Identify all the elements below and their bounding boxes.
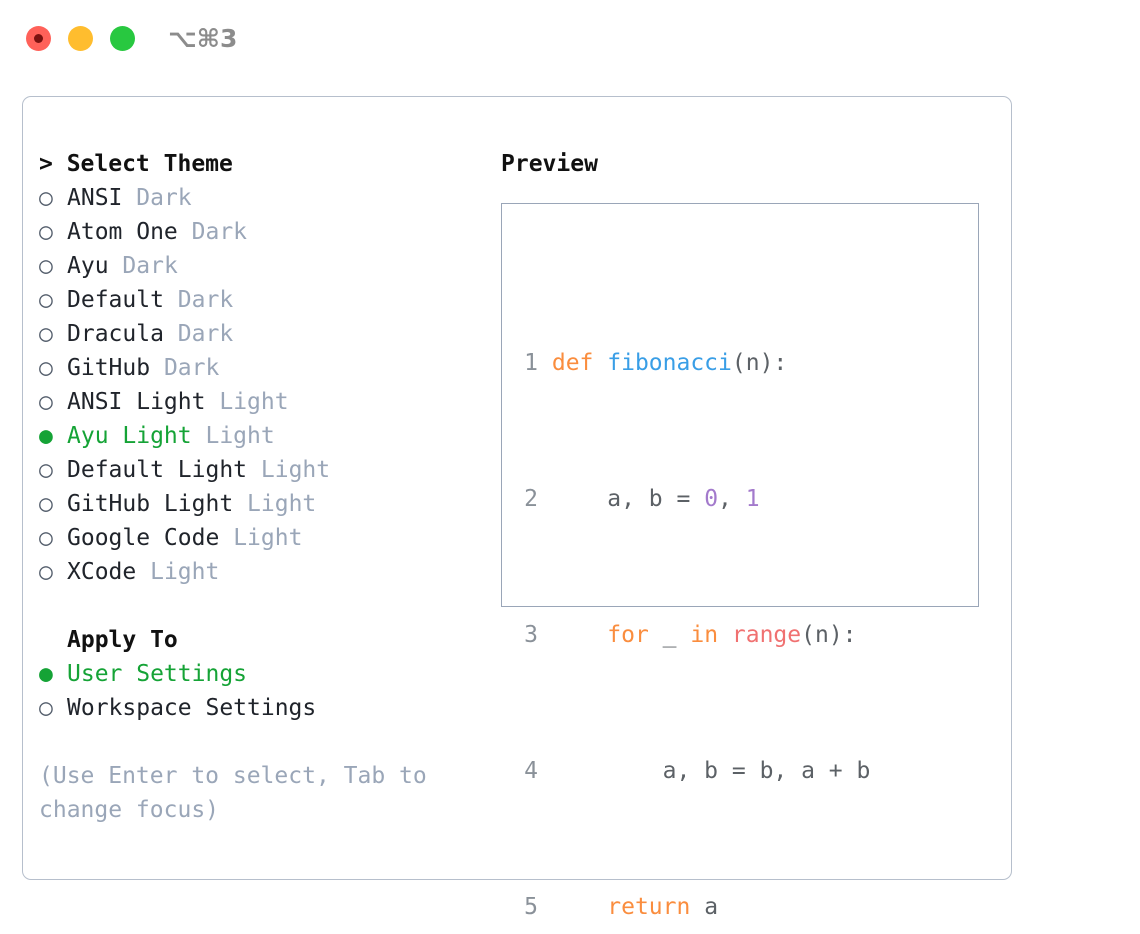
radio-selected-icon: ● <box>39 661 53 687</box>
radio-unselected-icon: ○ <box>39 287 53 313</box>
code-token: a, b = b, a + b <box>551 758 871 784</box>
theme-option-label: Google Code <box>67 525 220 551</box>
theme-picker-column: > Select Theme ○ ANSI Dark ○ Atom One Dark… <box>39 147 479 827</box>
preview-heading: Preview <box>501 151 598 177</box>
radio-unselected-icon: ○ <box>39 559 53 585</box>
theme-option-label: Dracula <box>67 321 164 347</box>
theme-option-label: Atom One <box>67 219 178 245</box>
theme-option-atom-one[interactable]: ○ Atom One Dark <box>39 215 479 249</box>
code-token: (n): <box>801 622 857 648</box>
theme-option-ansi-light[interactable]: ○ ANSI Light Light <box>39 385 479 419</box>
code-token: range <box>731 622 802 648</box>
preview-box: 1 def fibonacci(n): 2 a, b = 0, 1 3 for … <box>501 203 979 920</box>
line-number: 3 <box>524 622 538 648</box>
code-token: , <box>718 486 746 512</box>
code-token: def <box>551 350 608 376</box>
radio-unselected-icon: ○ <box>39 525 53 551</box>
theme-option-label: ANSI Light <box>67 389 206 415</box>
theme-option-tag: Dark <box>191 219 248 245</box>
radio-unselected-icon: ○ <box>39 185 53 211</box>
preview-column: Preview 1 def fibonacci(n): 2 a, b = 0, … <box>501 147 1001 920</box>
theme-option-tag: Dark <box>163 355 220 381</box>
code-line: 5 return a <box>516 890 898 924</box>
code-token: 0 <box>704 486 719 512</box>
code-sample: 1 def fibonacci(n): 2 a, b = 0, 1 3 for … <box>516 244 898 934</box>
theme-option-label: Ayu <box>67 253 109 279</box>
line-number: 5 <box>524 894 538 920</box>
code-token: (n): <box>731 350 788 376</box>
radio-selected-icon: ● <box>39 423 53 449</box>
radio-unselected-icon: ○ <box>39 219 53 245</box>
code-token: 1 <box>745 486 760 512</box>
close-button-icon[interactable] <box>26 26 51 51</box>
theme-option-github[interactable]: ○ GitHub Dark <box>39 351 479 385</box>
radio-unselected-icon: ○ <box>39 491 53 517</box>
code-line: 2 a, b = 0, 1 <box>516 482 898 516</box>
code-token: in <box>690 622 732 648</box>
theme-option-google-code[interactable]: ○ Google Code Light <box>39 521 479 555</box>
title-bar: ⌥⌘3 <box>0 0 1140 78</box>
apply-to-option-label: Workspace Settings <box>67 695 317 721</box>
theme-option-tag: Dark <box>177 287 234 313</box>
line-number: 4 <box>524 758 538 784</box>
apply-to-option-user-settings[interactable]: ● User Settings <box>39 657 479 691</box>
select-theme-heading: > Select Theme <box>39 151 233 177</box>
theme-option-tag: Light <box>205 423 275 449</box>
theme-option-tag: Dark <box>177 321 234 347</box>
theme-option-label: GitHub Light <box>67 491 234 517</box>
line-number: 1 <box>524 350 538 376</box>
minimize-button-icon[interactable] <box>68 26 93 51</box>
theme-option-tag: Light <box>247 491 317 517</box>
traffic-light-group <box>26 26 135 51</box>
radio-unselected-icon: ○ <box>39 457 53 483</box>
apply-to-option-label: User Settings <box>67 661 248 687</box>
theme-option-tag: Light <box>150 559 220 585</box>
radio-unselected-icon: ○ <box>39 253 53 279</box>
radio-unselected-icon: ○ <box>39 321 53 347</box>
theme-option-label: Default Light <box>67 457 248 483</box>
theme-option-default-light[interactable]: ○ Default Light Light <box>39 453 479 487</box>
radio-unselected-icon: ○ <box>39 355 53 381</box>
theme-option-tag: Dark <box>136 185 192 211</box>
code-token: return <box>551 894 705 920</box>
theme-option-default[interactable]: ○ Default Dark <box>39 283 479 317</box>
theme-option-dracula[interactable]: ○ Dracula Dark <box>39 317 479 351</box>
theme-option-label: Default <box>67 287 164 313</box>
radio-unselected-icon: ○ <box>39 695 53 721</box>
code-line: 1 def fibonacci(n): <box>516 346 898 380</box>
code-line: 3 for _ in range(n): <box>516 618 898 652</box>
spacer <box>39 725 479 759</box>
line-number: 2 <box>524 486 538 512</box>
code-token: for <box>551 622 663 648</box>
code-token: a, b = <box>551 486 705 512</box>
radio-unselected-icon: ○ <box>39 389 53 415</box>
theme-option-label: GitHub <box>67 355 151 381</box>
theme-option-github-light[interactable]: ○ GitHub Light Light <box>39 487 479 521</box>
theme-option-label: Ayu Light <box>67 423 192 449</box>
theme-option-ayu[interactable]: ○ Ayu Dark <box>39 249 479 283</box>
theme-option-label: ANSI <box>67 185 123 211</box>
spacer <box>39 589 479 623</box>
theme-option-xcode[interactable]: ○ XCode Light <box>39 555 479 589</box>
theme-option-tag: Light <box>233 525 303 551</box>
theme-option-tag: Dark <box>122 253 178 279</box>
apply-to-heading: Apply To <box>67 627 178 653</box>
keyboard-hint-text: (Use Enter to select, Tab to change focu… <box>39 763 427 823</box>
code-token: a <box>704 894 719 920</box>
apply-to-option-workspace-settings[interactable]: ○ Workspace Settings <box>39 691 479 725</box>
code-line: 4 a, b = b, a + b <box>516 754 898 788</box>
theme-option-ayu-light[interactable]: ● Ayu Light Light <box>39 419 479 453</box>
theme-option-tag: Light <box>260 457 331 483</box>
maximize-button-icon[interactable] <box>110 26 135 51</box>
keyboard-shortcut-label: ⌥⌘3 <box>168 24 238 53</box>
code-token: fibonacci <box>607 350 732 376</box>
theme-option-tag: Light <box>219 389 289 415</box>
theme-option-label: XCode <box>67 559 137 585</box>
theme-option-ansi[interactable]: ○ ANSI Dark <box>39 181 479 215</box>
main-panel: > Select Theme ○ ANSI Dark ○ Atom One Dark… <box>22 96 1012 920</box>
code-token: _ <box>662 622 691 648</box>
